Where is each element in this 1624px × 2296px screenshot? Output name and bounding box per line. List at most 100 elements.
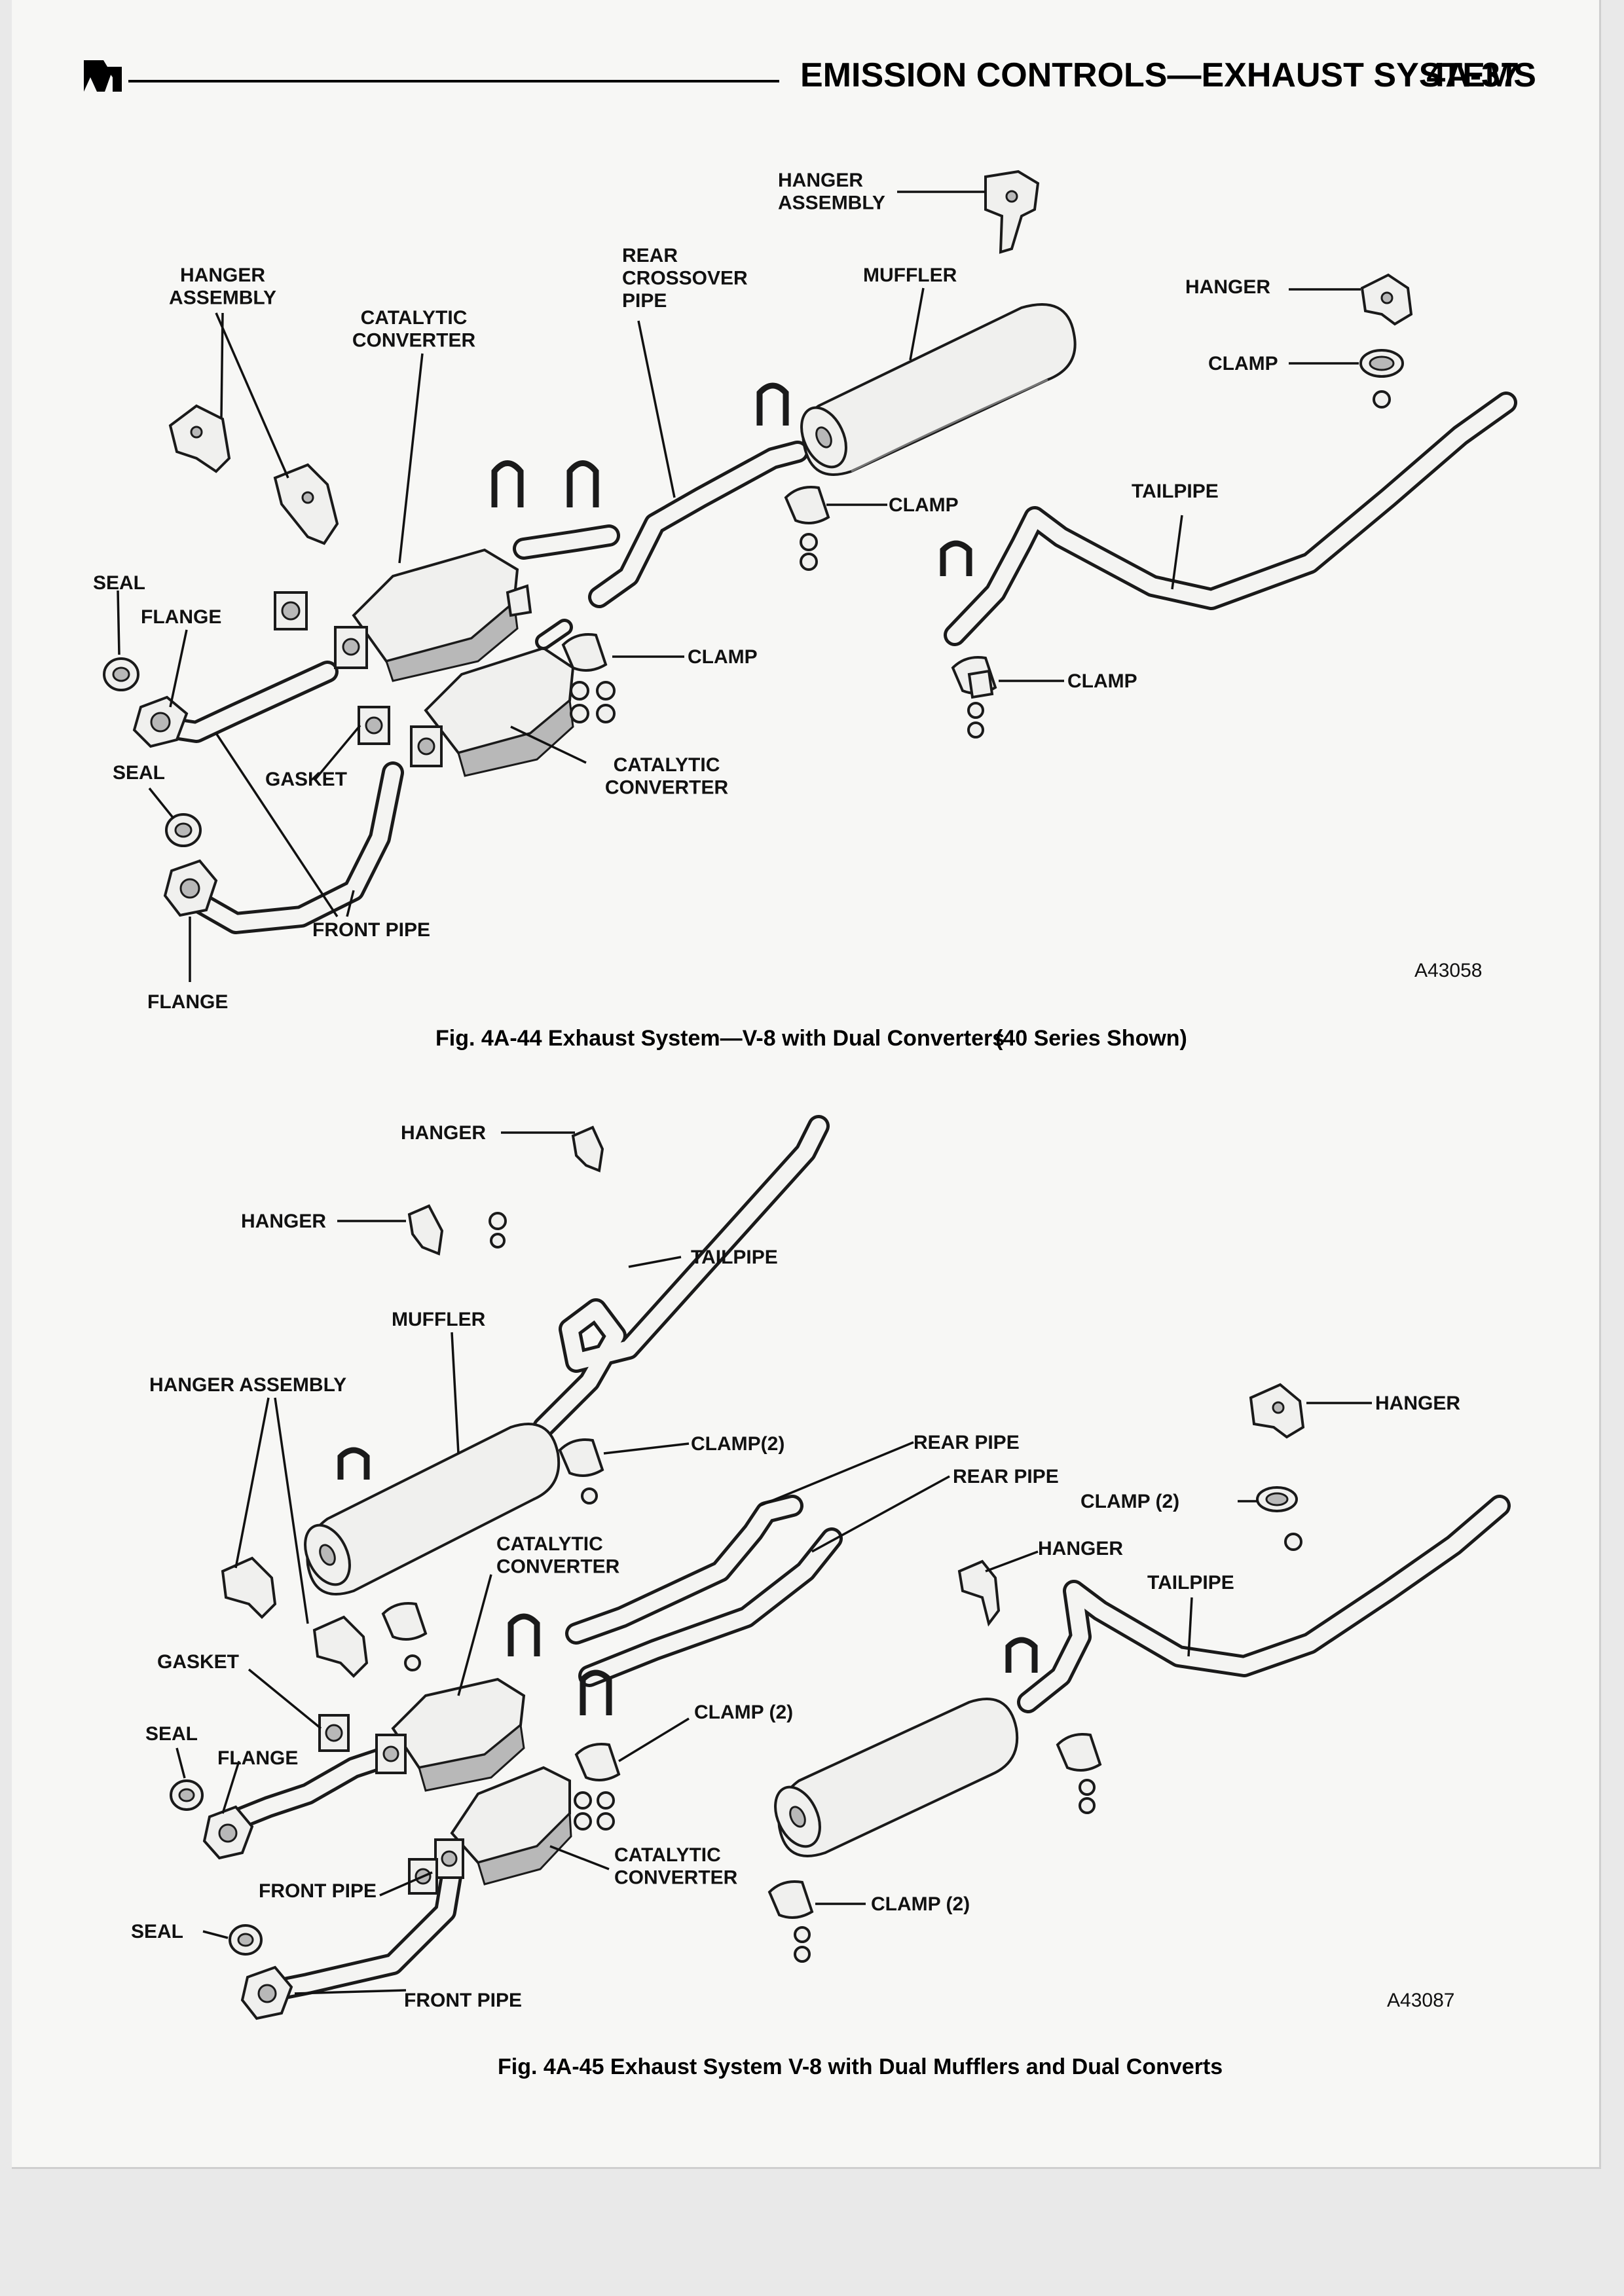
seal-upper	[103, 657, 139, 691]
label-clamp-mid: CLAMP	[688, 646, 758, 668]
label-rear-pipe-2: REAR PIPE	[953, 1466, 1059, 1487]
label-seal-2: SEAL	[131, 1921, 183, 1942]
catalytic-converter-lower	[410, 619, 575, 777]
catalytic-converter-bottom-1	[375, 1677, 526, 1792]
label-clamp-2-bottom: CLAMP (2)	[871, 1893, 970, 1915]
figure-caption-top: Fig. 4A-44 Exhaust System—V-8 with Dual …	[435, 1026, 1005, 1051]
clamp-center	[784, 486, 830, 571]
label-flange-lower: FLANGE	[147, 991, 228, 1013]
label-tailpipe-right: TAILPIPE	[1147, 1572, 1234, 1594]
flange-bottom-2	[240, 1965, 293, 2020]
rear-pipe-1	[565, 1495, 803, 1645]
muffler-left	[304, 1423, 561, 1595]
label-tailpipe-left: TAILPIPE	[691, 1247, 778, 1268]
catalytic-converter-upper	[334, 548, 519, 682]
front-pipe-upper-bottom	[208, 1743, 404, 1838]
rear-crossover-pipe	[513, 441, 809, 608]
hanger-mid-bottom	[957, 1559, 1001, 1627]
hanger-2-bottom	[407, 1204, 507, 1256]
label-front-pipe: FRONT PIPE	[312, 919, 430, 941]
clamp-2-right	[1256, 1486, 1302, 1551]
label-hanger-2: HANGER	[241, 1211, 326, 1232]
flange-bottom	[202, 1805, 254, 1860]
gasket-bottom	[318, 1714, 350, 1752]
label-hanger-mid: HANGER	[1038, 1538, 1123, 1559]
page-number: 4A-37	[1426, 56, 1519, 94]
tailpipe-left	[532, 1115, 830, 1438]
hanger-small-brackets	[506, 584, 994, 699]
label-gasket: GASKET	[157, 1651, 239, 1673]
tailpipe-right	[1017, 1495, 1511, 1713]
label-hanger-1: HANGER	[401, 1122, 486, 1144]
hanger-assembly-left-1	[168, 404, 231, 473]
tailpipe	[944, 392, 1517, 646]
hanger-assembly-top	[984, 170, 1040, 254]
clamp-2-top	[558, 1438, 604, 1504]
label-gasket: GASKET	[265, 769, 347, 790]
page-header: EMISSION CONTROLS—EXHAUST SYSTEMS 4A-37	[84, 56, 1536, 94]
clamp-2-left-upper	[381, 1602, 428, 1671]
header-title: EMISSION CONTROLS—EXHAUST SYSTEMS	[800, 56, 1536, 94]
hanger-assembly-left-2	[273, 463, 339, 545]
figure-caption-note: (40 Series Shown)	[995, 1026, 1187, 1051]
front-pipe-upper	[143, 661, 339, 743]
label-clamp-2-mid: CLAMP (2)	[694, 1702, 793, 1723]
rear-pipe-2	[578, 1527, 843, 1687]
hanger-1-bottom	[571, 1125, 604, 1173]
clamp-2-mid	[574, 1743, 621, 1831]
figure-code-top: A43058	[1414, 960, 1482, 981]
gasket-upper	[274, 591, 308, 630]
figure-code-bottom: A43087	[1387, 1990, 1454, 2011]
figure-4a-45: HANGER HANGER TAILPIPE MUFFLER HANGER AS…	[131, 1115, 1511, 2079]
label-clamp-tail: CLAMP	[1067, 670, 1137, 692]
label-muffler: MUFFLER	[863, 264, 957, 286]
flange-upper	[132, 695, 189, 748]
seal-bottom-2	[229, 1924, 263, 1956]
hanger-assembly-bottom-left	[221, 1556, 277, 1619]
labels-bottom: HANGER HANGER TAILPIPE MUFFLER HANGER AS…	[131, 1122, 1460, 2011]
flange-lower	[163, 859, 218, 917]
u-bolts-bottom	[337, 1447, 1038, 1715]
label-rear-pipe-1: REAR PIPE	[913, 1432, 1020, 1453]
label-flange: FLANGE	[217, 1747, 298, 1769]
label-clamp-right: CLAMP	[1208, 353, 1278, 374]
hanger-right	[1360, 273, 1413, 326]
hanger-right-bottom	[1249, 1383, 1305, 1439]
label-hanger-right: HANGER	[1375, 1393, 1460, 1414]
muffler-right	[774, 1698, 1019, 1857]
clamp-2-bottom	[767, 1880, 814, 1963]
u-bolts	[491, 382, 972, 576]
label-tailpipe: TAILPIPE	[1132, 481, 1219, 502]
label-front-pipe-1: FRONT PIPE	[259, 1880, 377, 1902]
seal-lower	[165, 813, 202, 847]
seal-bottom-1	[170, 1779, 204, 1811]
label-seal-lower: SEAL	[113, 762, 165, 784]
label-hanger: HANGER	[1185, 276, 1270, 298]
label-clamp-2-top: CLAMP(2)	[691, 1433, 784, 1455]
clamp-2-right-lower	[1056, 1733, 1102, 1814]
clamp-right	[1359, 349, 1404, 409]
label-clamp-2-right: CLAMP (2)	[1080, 1491, 1179, 1512]
catalytic-converter-bottom-2	[434, 1766, 572, 1886]
clamp-mid	[561, 633, 616, 723]
label-seal-upper: SEAL	[93, 572, 145, 594]
brand-mark-icon	[105, 67, 122, 92]
label-front-pipe-2: FRONT PIPE	[404, 1990, 522, 2011]
gasket-lower	[358, 706, 390, 745]
muffler	[800, 303, 1077, 476]
leader-lines-bottom	[175, 1131, 1372, 1995]
label-muffler: MUFFLER	[392, 1309, 486, 1330]
label-flange-upper: FLANGE	[141, 606, 221, 628]
hanger-assembly-bottom-mid	[312, 1615, 369, 1678]
leader-lines-top	[117, 191, 1361, 982]
